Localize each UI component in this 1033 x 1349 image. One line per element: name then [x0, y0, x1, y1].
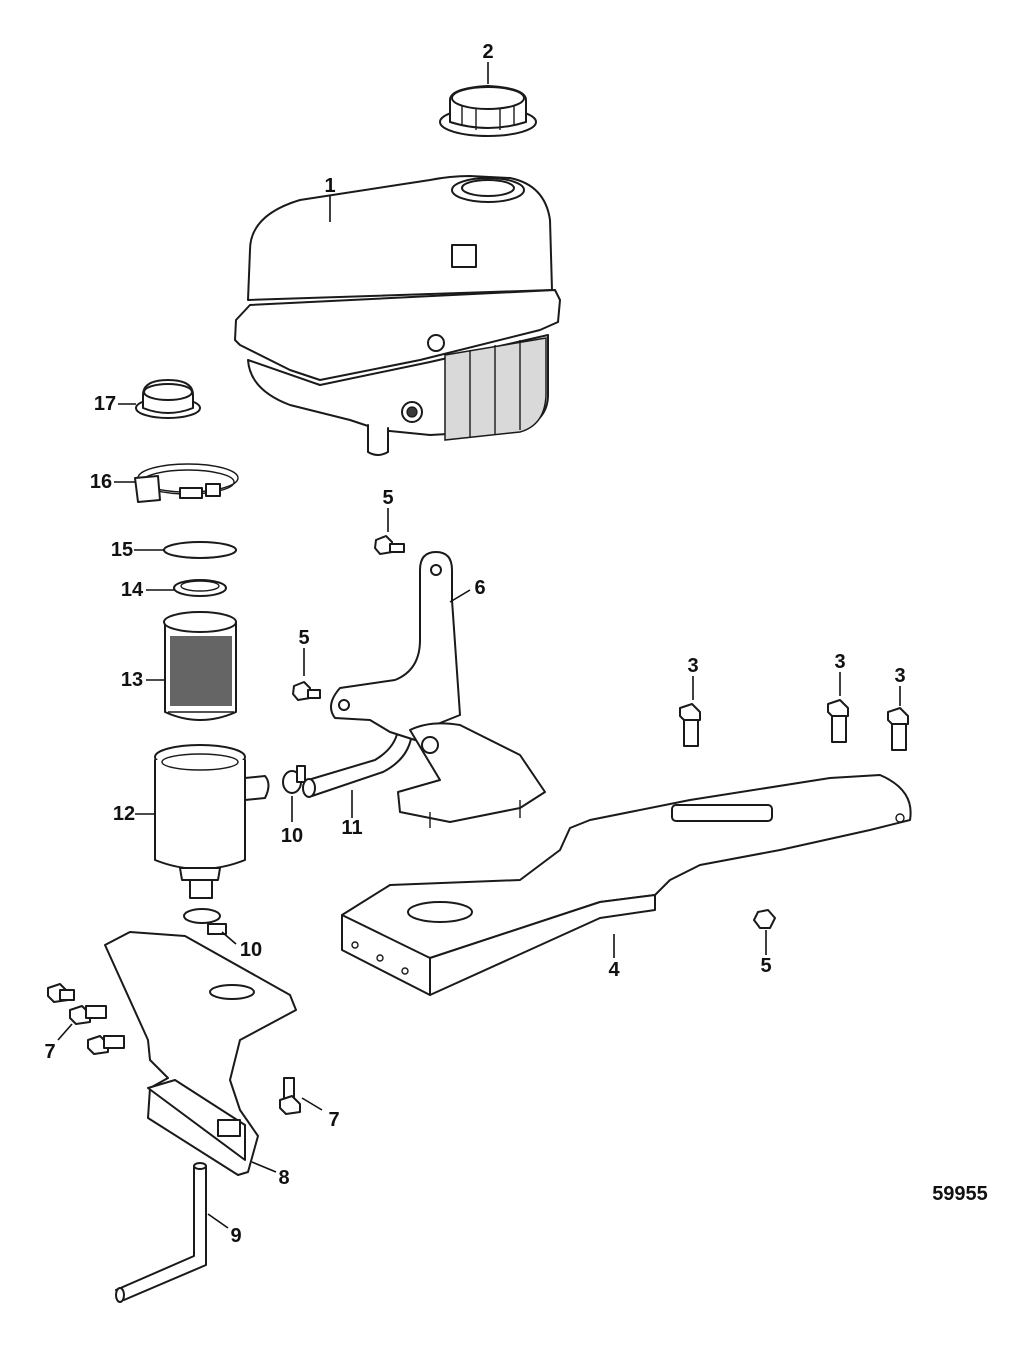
- callout-12: 12: [113, 803, 135, 825]
- bolt-5b: [292, 681, 321, 701]
- callout-7b: 7: [328, 1109, 339, 1131]
- hose-clamp-upper: [282, 765, 306, 794]
- callout-17: 17: [94, 393, 116, 415]
- filter-bracket: [104, 931, 297, 1176]
- callout-6: 6: [474, 577, 485, 599]
- mounting-clamp: [134, 463, 239, 503]
- bolt-3a: [679, 703, 701, 747]
- o-ring: [163, 541, 237, 559]
- callout-16: 16: [90, 471, 112, 493]
- callout-1: 1: [324, 175, 335, 197]
- reservoir-bracket: [330, 551, 546, 828]
- reservoir-tank: [234, 175, 561, 456]
- callout-4: 4: [608, 959, 620, 981]
- callout-3c: 3: [894, 665, 905, 687]
- bolt-3c: [887, 707, 909, 751]
- filter-seal: [173, 579, 227, 597]
- filter-cap: [135, 379, 201, 419]
- bolt-7a: [47, 983, 75, 1003]
- bolt-7d: [279, 1077, 301, 1115]
- callout-9: 9: [230, 1225, 241, 1247]
- callout-10b: 10: [240, 939, 262, 961]
- callout-7a: 7: [44, 1041, 55, 1063]
- reservoir-cap: [439, 85, 537, 137]
- callout-11: 11: [341, 817, 362, 839]
- callout-15: 15: [111, 539, 133, 561]
- bolt-5a: [374, 535, 405, 555]
- callout-5a: 5: [382, 487, 393, 509]
- callout-14: 14: [121, 579, 144, 601]
- callout-5b: 5: [298, 627, 309, 649]
- leader-lines: [57, 62, 901, 1229]
- callout-10a: 10: [281, 825, 303, 847]
- filter-housing: [154, 744, 270, 899]
- figure-number: 59955: [932, 1183, 988, 1205]
- return-hose: [302, 729, 413, 798]
- callout-8: 8: [278, 1167, 289, 1189]
- callout-2: 2: [482, 41, 493, 63]
- callout-labels: 1 2 3 3 3 4 5 5 5 6 7 7 8 9 10 10 11 12 …: [44, 41, 987, 1247]
- hose-clamp-lower: [183, 908, 227, 935]
- callout-3a: 3: [687, 655, 698, 677]
- bolt-7c: [87, 1035, 125, 1055]
- bolt-3b: [827, 699, 849, 743]
- callout-3b: 3: [834, 651, 845, 673]
- drain-hose: [115, 1162, 207, 1303]
- callout-13: 13: [121, 669, 143, 691]
- bolt-5c: [753, 909, 776, 929]
- callout-5c: 5: [760, 955, 771, 977]
- mounting-plate: [341, 774, 912, 996]
- bolt-7b: [69, 1005, 107, 1025]
- filter-element: [163, 611, 237, 721]
